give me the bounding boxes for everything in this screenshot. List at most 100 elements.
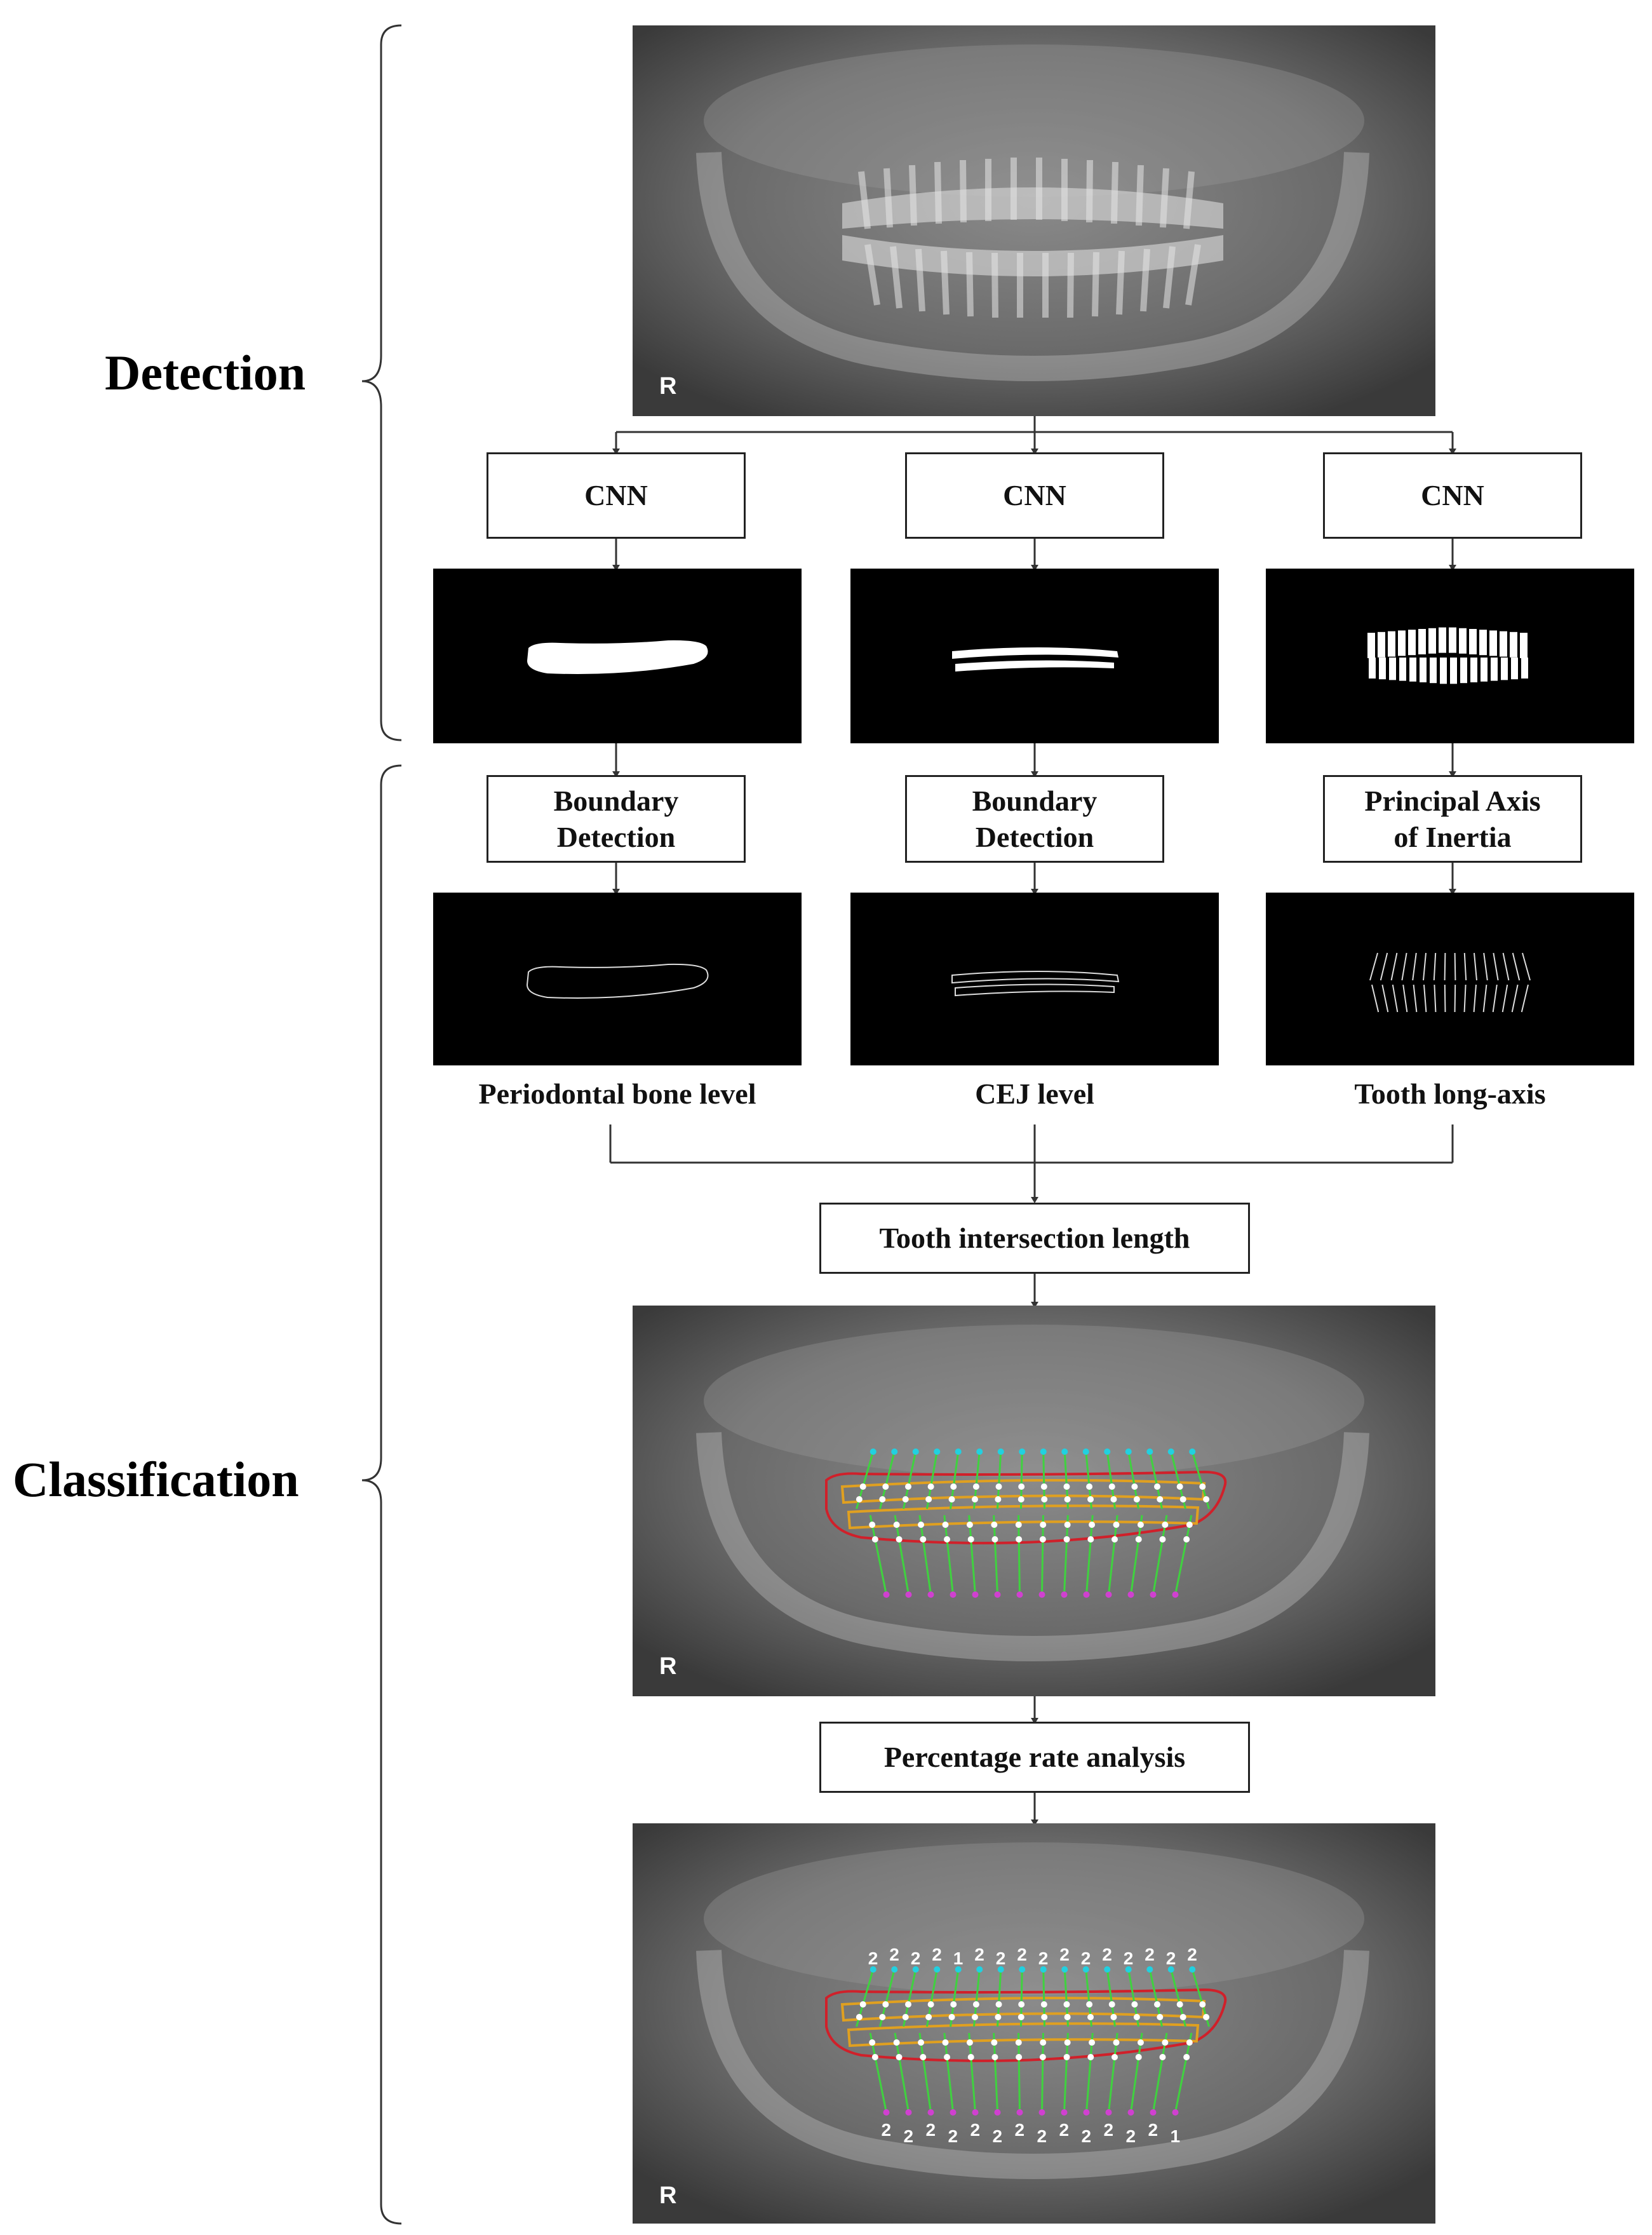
lower-axis-line bbox=[1482, 984, 1487, 1013]
upper-axis-line bbox=[1369, 952, 1378, 981]
intersection-point bbox=[856, 2014, 863, 2020]
xray-side-marker: R bbox=[659, 1653, 676, 1680]
lower-tooth-axis bbox=[894, 2032, 910, 2113]
lower-stage-label: 2 bbox=[1059, 2120, 1070, 2140]
intersection-point bbox=[995, 2001, 1002, 2008]
upper-tooth-mask bbox=[1520, 633, 1528, 658]
intersection-point bbox=[966, 1522, 973, 1528]
intersection-point bbox=[991, 2039, 998, 2046]
intersection-point bbox=[1162, 1522, 1169, 1528]
cej-mask-upper bbox=[952, 647, 1118, 659]
intersection-point bbox=[1186, 2039, 1193, 2046]
intersection-point bbox=[1159, 2054, 1166, 2060]
intersection-point bbox=[1137, 2039, 1144, 2046]
intersection-point bbox=[1039, 1536, 1046, 1543]
intersection-point bbox=[869, 1522, 876, 1528]
process-line-1: Boundary bbox=[972, 784, 1098, 817]
lower-tooth-axis bbox=[1063, 2032, 1069, 2113]
tooth-mask-teeth bbox=[1367, 627, 1528, 684]
upper-axis-line bbox=[1522, 952, 1531, 981]
root-point bbox=[1127, 2109, 1134, 2116]
intersection-point bbox=[1113, 2039, 1120, 2046]
xray-side-marker: R bbox=[659, 2182, 676, 2209]
crown-point bbox=[1082, 1966, 1089, 1973]
root-point bbox=[927, 1591, 934, 1598]
upper-axis-line bbox=[1502, 952, 1510, 981]
intersection-point bbox=[1064, 1496, 1071, 1502]
intersection-point bbox=[925, 2014, 932, 2020]
upper-stage-label: 2 bbox=[1038, 1948, 1049, 1968]
lower-stage-label: 2 bbox=[926, 2120, 936, 2140]
intersection-point bbox=[1063, 2001, 1070, 2008]
cnn-box-tooth: CNN bbox=[1323, 452, 1582, 539]
lower-stage-label: 2 bbox=[1037, 2126, 1047, 2146]
intersection-point bbox=[902, 2014, 909, 2020]
intersection-point bbox=[1087, 1536, 1094, 1543]
upper-tooth-mask bbox=[1500, 631, 1507, 657]
root-point bbox=[1016, 1591, 1023, 1598]
lower-stage-label: 2 bbox=[1148, 2120, 1158, 2140]
upper-stage-label: 2 bbox=[996, 1948, 1006, 1968]
root-point bbox=[950, 2109, 957, 2116]
lower-tooth-mask bbox=[1389, 658, 1396, 680]
intersection-point bbox=[1131, 1483, 1138, 1490]
lower-axis-line bbox=[1423, 984, 1427, 1013]
crown-point bbox=[934, 1966, 941, 1973]
upper-tooth-mask bbox=[1388, 631, 1395, 657]
intersection-point bbox=[1087, 2014, 1094, 2020]
intersection-point bbox=[991, 1522, 998, 1528]
lower-tooth-axis bbox=[869, 2032, 887, 2113]
crown-point bbox=[1189, 1966, 1196, 1973]
intersection-point bbox=[896, 1536, 903, 1543]
lower-tooth-mask bbox=[1399, 658, 1406, 681]
crown-point bbox=[1146, 1966, 1153, 1973]
bone-mask-panel bbox=[433, 569, 802, 743]
lower-tooth-mask bbox=[1470, 658, 1477, 682]
intersection-point bbox=[1041, 1496, 1048, 1502]
lower-tooth-mask bbox=[1511, 658, 1518, 680]
upper-stage-label: 2 bbox=[1187, 1945, 1197, 1964]
lower-tooth-axis bbox=[1108, 2032, 1118, 2113]
intersection-point bbox=[1183, 2054, 1190, 2060]
lower-axis-line bbox=[1492, 984, 1498, 1013]
intersection-point bbox=[943, 1536, 950, 1543]
upper-stage-label: 2 bbox=[911, 1948, 921, 1968]
intersection-point bbox=[1017, 2014, 1024, 2020]
intersection-point bbox=[1113, 1522, 1120, 1528]
intersection-point bbox=[966, 2039, 973, 2046]
intersection-point bbox=[1015, 2039, 1022, 2046]
upper-stage-label: 2 bbox=[1081, 1948, 1091, 1968]
upper-axis-line bbox=[1483, 952, 1488, 981]
input-panoramic-xray: R bbox=[633, 25, 1435, 416]
lower-tooth-mask bbox=[1420, 658, 1427, 682]
root-point bbox=[1105, 1591, 1112, 1598]
crown-point bbox=[1061, 1448, 1068, 1455]
classification-brace bbox=[361, 764, 402, 2225]
upper-tooth-mask bbox=[1398, 630, 1406, 656]
bone-level-outline bbox=[825, 1470, 1227, 1544]
upper-tooth-mask bbox=[1439, 627, 1446, 653]
bone-level-outline bbox=[825, 1988, 1227, 2062]
crown-point bbox=[997, 1966, 1004, 1973]
lower-tooth-mask bbox=[1409, 658, 1416, 682]
upper-axis-line bbox=[1380, 952, 1388, 981]
intersection-point bbox=[918, 2039, 925, 2046]
intersection-point bbox=[1018, 1483, 1025, 1490]
upper-tooth-mask bbox=[1367, 633, 1375, 658]
root-point bbox=[994, 2109, 1001, 2116]
root-point bbox=[1038, 2109, 1045, 2116]
intersection-point bbox=[1203, 2014, 1210, 2020]
intersection-point bbox=[1157, 1496, 1164, 1502]
lower-tooth-axis bbox=[1174, 2032, 1193, 2113]
lower-axis-line bbox=[1501, 984, 1508, 1013]
root-point bbox=[1083, 1591, 1090, 1598]
crown-point bbox=[1104, 1966, 1111, 1973]
lower-stage-label: 2 bbox=[882, 2120, 892, 2140]
intersection-point bbox=[1157, 2014, 1164, 2020]
upper-stage-label: 2 bbox=[932, 1945, 942, 1964]
upper-axis-line bbox=[1454, 952, 1456, 981]
root-point bbox=[1038, 1591, 1045, 1598]
intersection-point bbox=[879, 1496, 886, 1502]
intersection-point bbox=[902, 1496, 909, 1502]
